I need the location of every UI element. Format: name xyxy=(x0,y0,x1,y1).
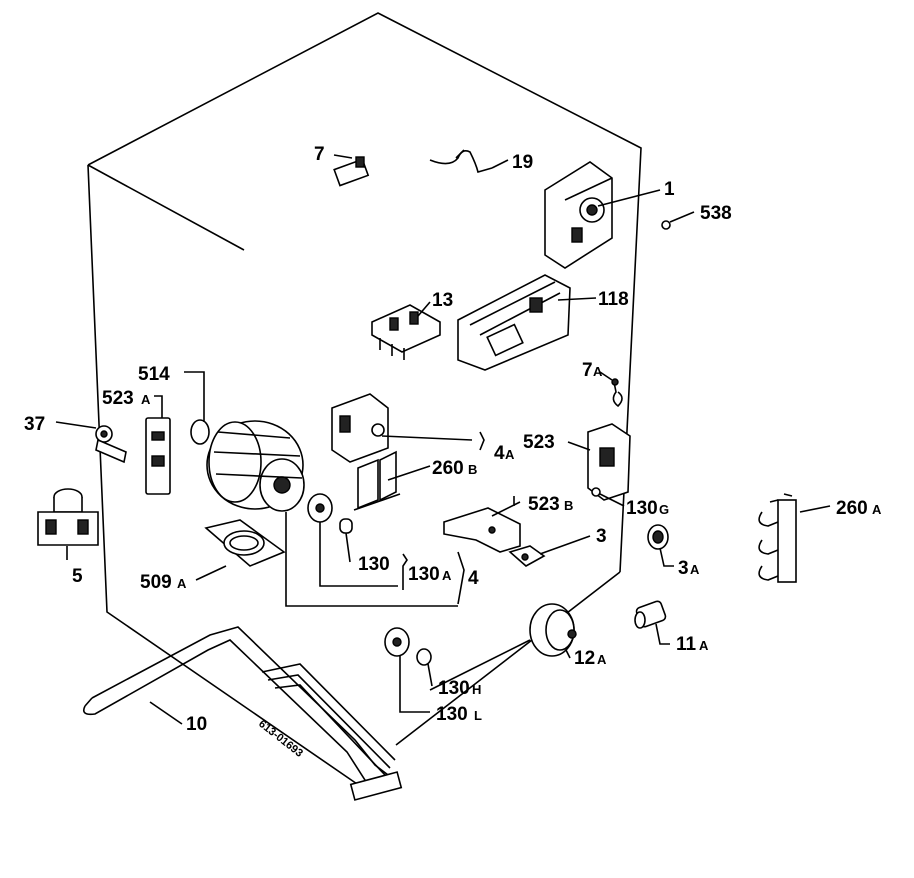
label-130g: 130 xyxy=(626,498,658,519)
label-1: 1 xyxy=(664,179,675,200)
part-37-drawing xyxy=(95,425,127,464)
label-514: 514 xyxy=(138,364,170,385)
label-130a-suffix: A xyxy=(442,568,452,583)
label-12a-suffix: A xyxy=(597,652,607,667)
part-118-drawing xyxy=(457,274,571,371)
part-labels: 7 19 1 538 13 118 514 523 A 37 7 A 523 4… xyxy=(24,144,882,735)
label-523b: 523 xyxy=(528,494,560,515)
part-509a-drawing xyxy=(204,519,286,567)
label-10: 10 xyxy=(186,714,207,735)
label-523: 523 xyxy=(523,432,555,453)
part-130h-drawing xyxy=(416,648,432,666)
label-538: 538 xyxy=(700,203,732,224)
part-514-drawing xyxy=(190,419,210,445)
label-5: 5 xyxy=(72,566,83,587)
label-11a: 11 xyxy=(676,634,697,655)
part-13-drawing xyxy=(371,304,441,360)
label-4a-suffix: A xyxy=(505,447,515,462)
part-11a-drawing xyxy=(634,600,667,629)
label-7a: 7 xyxy=(582,360,593,381)
label-523b-suffix: B xyxy=(564,498,573,513)
part-130l-drawing xyxy=(384,627,410,657)
part-3a-drawing xyxy=(647,524,669,550)
part-3-drawing xyxy=(508,545,546,567)
label-4: 4 xyxy=(468,568,479,589)
part-523b-drawing xyxy=(443,507,521,553)
label-523a: 523 xyxy=(102,388,134,409)
label-19: 19 xyxy=(512,152,533,173)
label-260b: 260 xyxy=(432,458,464,479)
label-509a-suffix: A xyxy=(177,576,187,591)
label-12a: 12 xyxy=(574,648,595,669)
part-1-timer-drawing xyxy=(544,161,613,269)
part-130-drawing xyxy=(307,493,353,534)
leader-lines xyxy=(55,154,831,725)
label-130l: 130 xyxy=(436,704,468,725)
label-7: 7 xyxy=(314,144,325,165)
watermark-code: 613-01693 xyxy=(256,718,305,760)
label-260a-suffix: A xyxy=(872,502,882,517)
part-4a-drawing xyxy=(331,393,389,463)
label-130h-suffix: H xyxy=(472,682,481,697)
part-5-valve-drawing xyxy=(37,488,99,546)
label-3a-suffix: A xyxy=(690,562,700,577)
label-509a: 509 xyxy=(140,572,172,593)
label-37: 37 xyxy=(24,414,45,435)
heating-element-10: 613-01693 xyxy=(82,626,403,801)
label-130h: 130 xyxy=(438,678,470,699)
label-130g-suffix: G xyxy=(659,502,669,517)
part-130g-drawing xyxy=(591,487,601,497)
part-19-drawing xyxy=(429,149,493,173)
label-130a: 130 xyxy=(408,564,440,585)
label-130l-suffix: L xyxy=(474,708,482,723)
label-3a: 3 xyxy=(678,558,689,579)
part-523-drawing xyxy=(587,423,631,501)
label-260a: 260 xyxy=(836,498,868,519)
label-3: 3 xyxy=(596,526,607,547)
label-4a: 4 xyxy=(494,443,505,464)
label-7a-suffix: A xyxy=(593,364,603,379)
part-260a-drawing xyxy=(758,493,797,583)
label-118: 118 xyxy=(598,289,629,310)
label-11a-suffix: A xyxy=(699,638,709,653)
label-13: 13 xyxy=(432,290,453,311)
part-260b-drawing xyxy=(353,450,401,511)
label-523a-suffix: A xyxy=(141,392,151,407)
cabinet-outline xyxy=(87,12,642,787)
label-260b-suffix: B xyxy=(468,462,477,477)
part-538-drawing xyxy=(661,220,671,230)
part-7a-drawing xyxy=(611,378,623,408)
part-7-drawing xyxy=(333,156,370,187)
part-523a-drawing xyxy=(145,417,171,495)
part-12a-drawing xyxy=(529,603,577,657)
label-130: 130 xyxy=(358,554,390,575)
part-4-motor-drawing xyxy=(206,420,305,512)
